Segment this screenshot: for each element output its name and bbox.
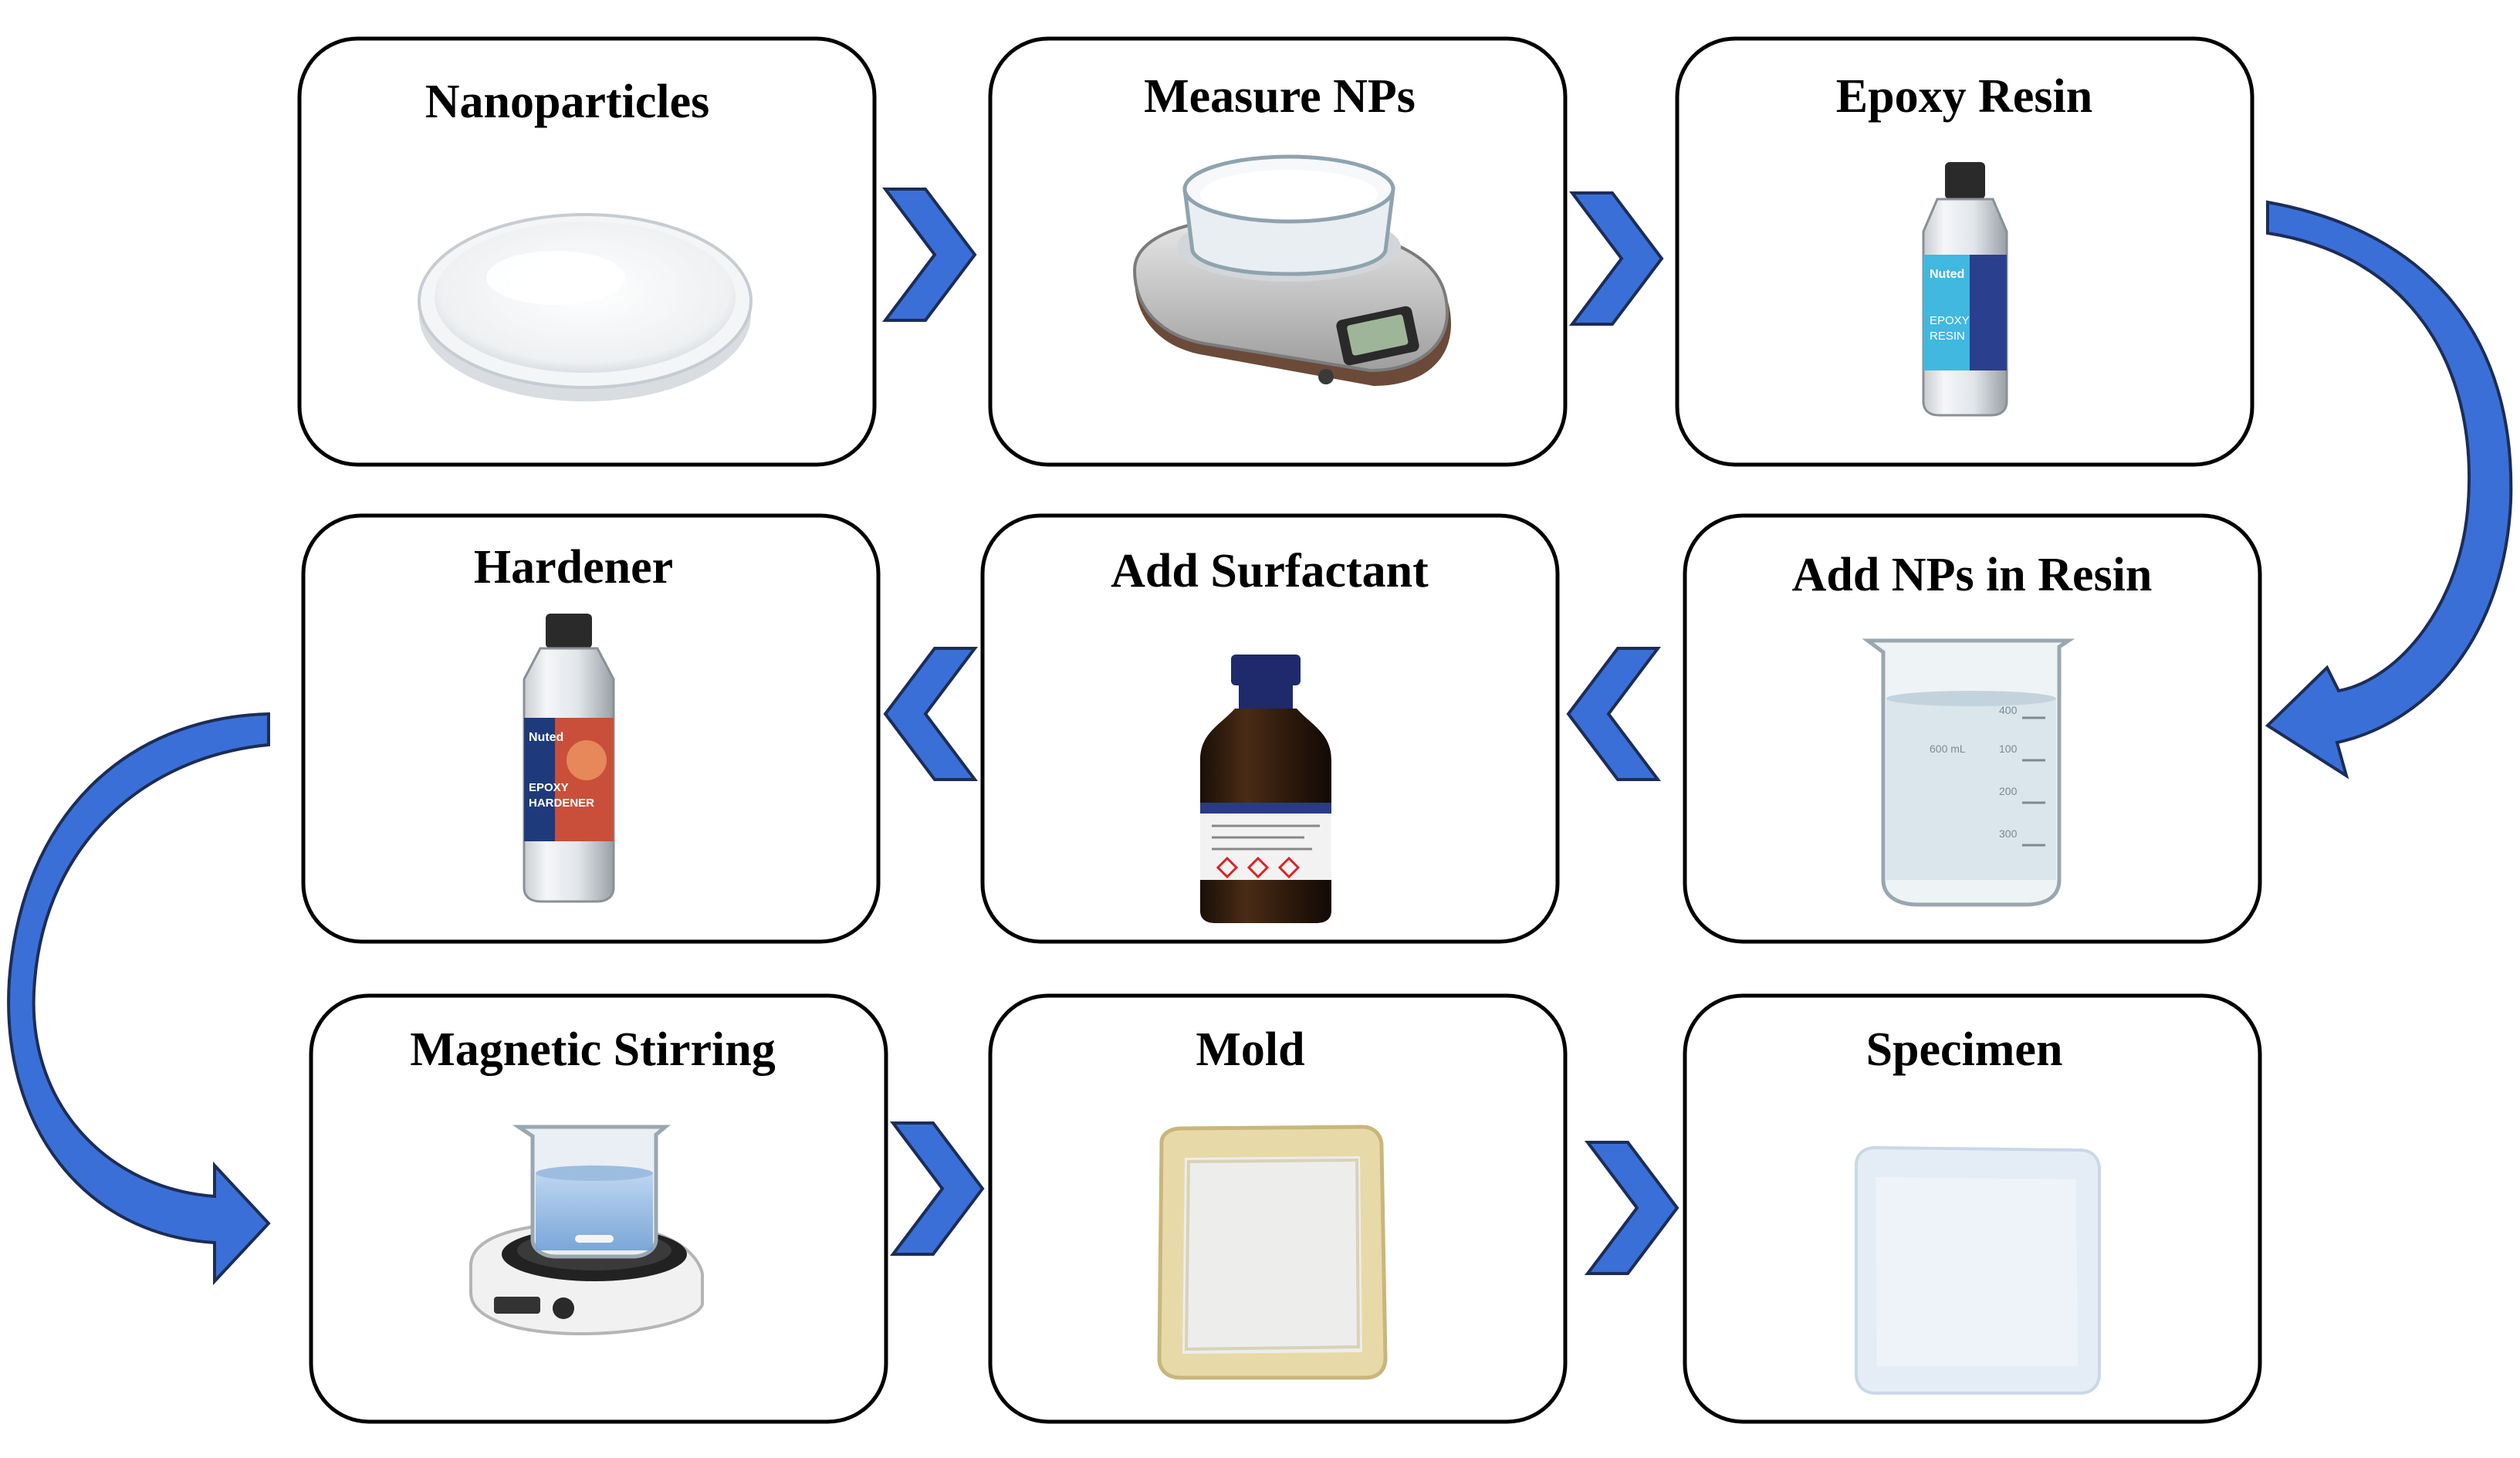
beaker-mark-200: 200 <box>1999 785 2018 797</box>
beaker-mark-300: 300 <box>1999 827 2018 840</box>
curved-arrow-right-down <box>2265 200 2513 780</box>
hardener-label-line2: HARDENER <box>529 797 594 810</box>
hardener-brand-label: Nuted <box>529 731 563 744</box>
amber-reagent-bottle-icon <box>1200 655 1331 923</box>
kitchen-scale-icon <box>1132 154 1451 386</box>
chevron-left-icon <box>1566 647 1662 781</box>
glass-beaker-icon: 600 mL 100 200 300 400 <box>1862 638 2075 907</box>
resin-bottle-icon: Nuted EPOXY RESIN <box>1922 162 2008 417</box>
resin-brand-label: Nuted <box>1930 268 1964 281</box>
specimen-plate-icon <box>1855 1145 2101 1395</box>
petri-dish-powder-icon <box>418 213 753 401</box>
beaker-mark-100: 100 <box>1999 743 2018 755</box>
beaker-mark-volume: 600 mL <box>1930 743 1966 755</box>
resin-label-line1: EPOXY <box>1930 314 1970 327</box>
step-title-add-nps-in-resin: Add NPs in Resin <box>1792 549 2153 601</box>
step-title-hardener: Hardener <box>474 541 673 594</box>
hardener-label-line1: EPOXY <box>529 781 569 794</box>
step-title-mold: Mold <box>1196 1023 1304 1076</box>
step-title-specimen: Specimen <box>1866 1023 2063 1076</box>
magnetic-stirrer-icon <box>469 1125 704 1336</box>
step-title-magnetic-stirring: Magnetic Stirring <box>410 1023 776 1076</box>
chevron-right-icon <box>1584 1141 1679 1275</box>
hardener-bottle-icon: Nuted EPOXY HARDENER <box>523 614 615 903</box>
chevron-left-icon <box>883 647 979 781</box>
square-mold-icon <box>1157 1125 1388 1380</box>
step-title-measure-nps: Measure NPs <box>1144 70 1416 123</box>
chevron-right-icon <box>889 1121 985 1256</box>
flow-chevrons <box>881 188 1679 1275</box>
beaker-mark-400: 400 <box>1999 704 2018 716</box>
curved-arrow-left-down <box>7 712 271 1286</box>
step-title-epoxy-resin: Epoxy Resin <box>1836 70 2092 123</box>
step-title-add-surfactant: Add Surfactant <box>1111 545 1429 597</box>
chevron-right-icon <box>1568 191 1664 326</box>
chevron-right-icon <box>881 188 977 322</box>
resin-label-line2: RESIN <box>1930 330 1965 343</box>
step-title-nanoparticles: Nanoparticles <box>425 76 710 128</box>
